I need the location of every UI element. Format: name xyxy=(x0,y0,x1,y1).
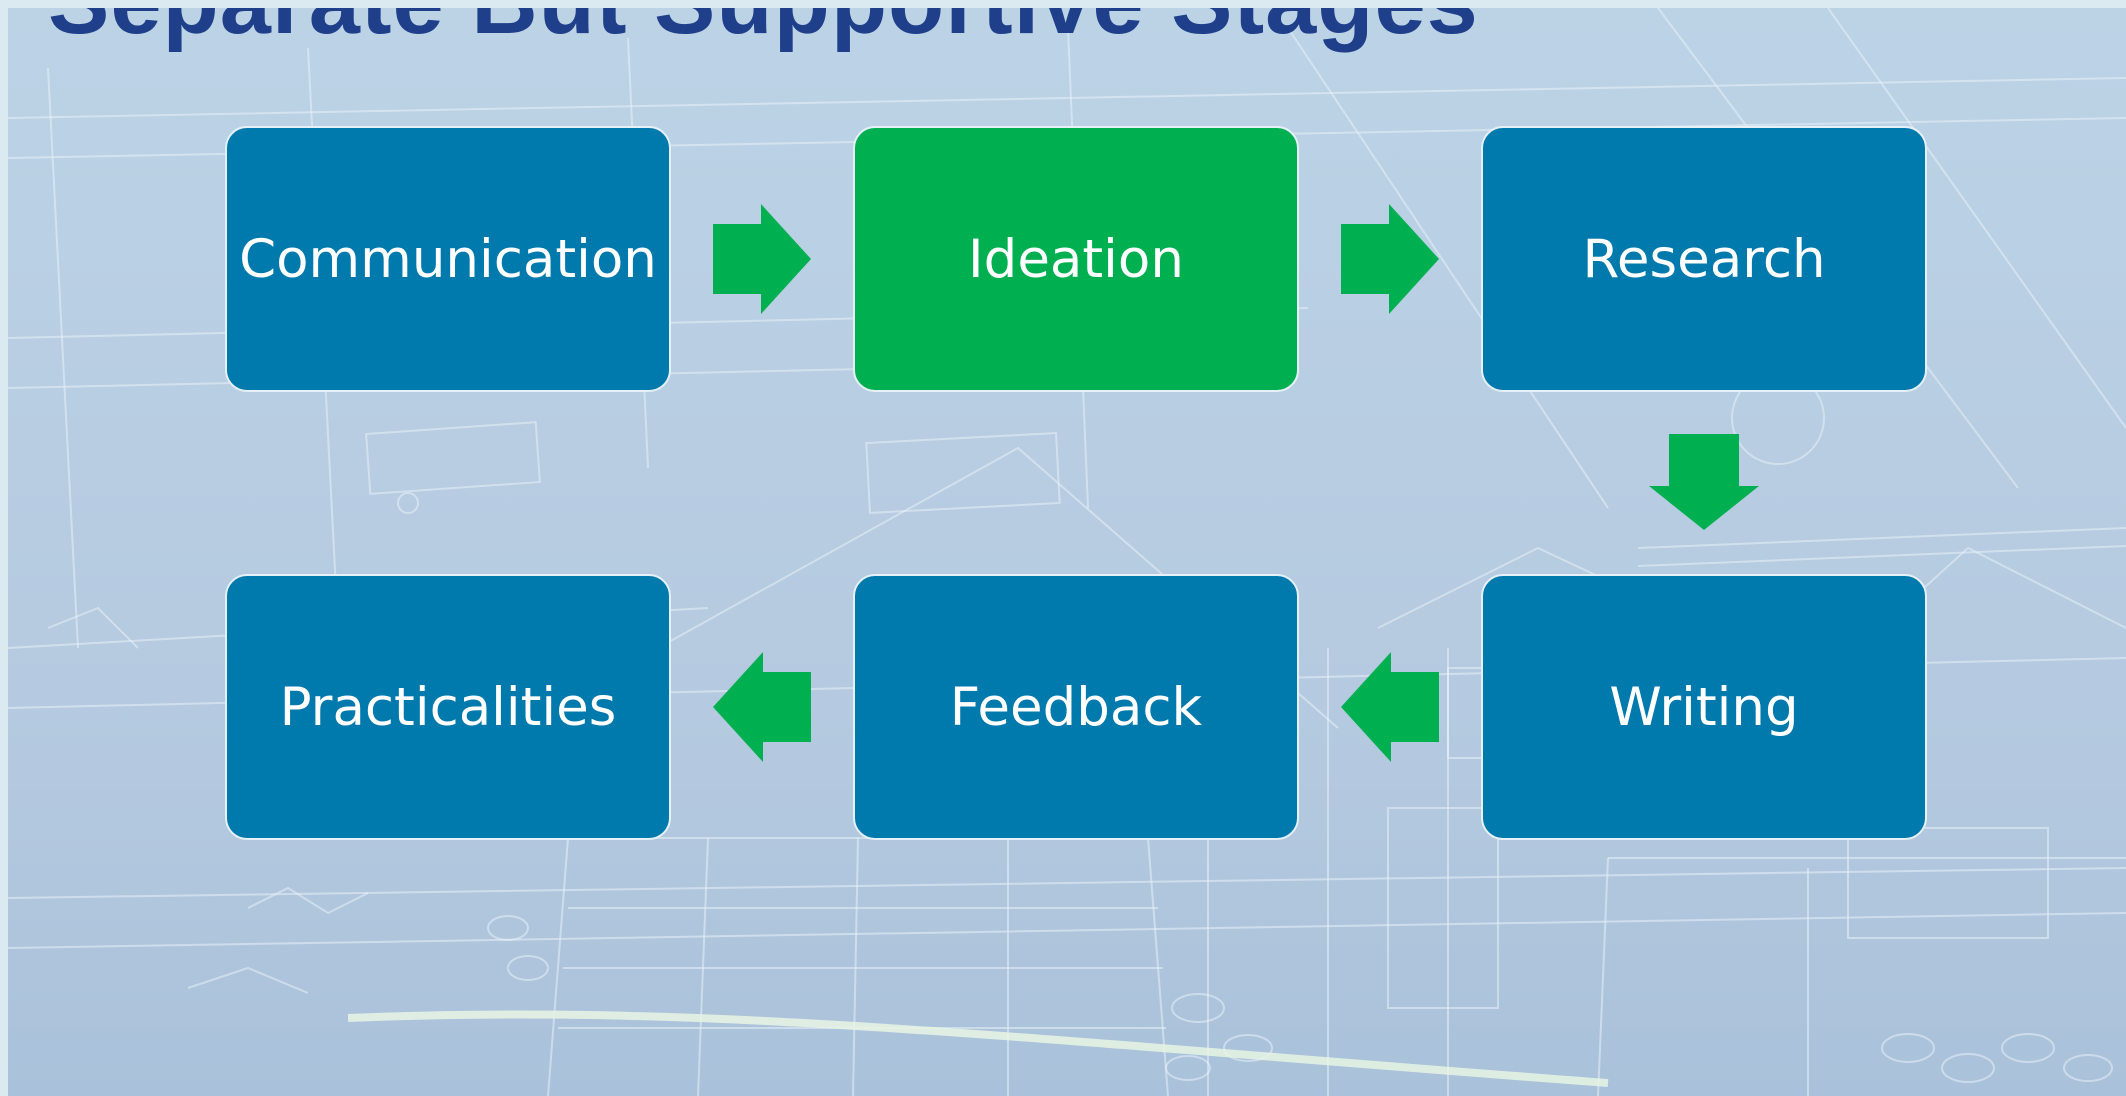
arrow-right-icon xyxy=(713,204,811,314)
stage-writing[interactable]: Writing xyxy=(1481,574,1927,840)
arrow-down-icon xyxy=(1649,434,1759,530)
stage-label: Research xyxy=(1582,228,1826,290)
stage-research[interactable]: Research xyxy=(1481,126,1927,392)
stage-label: Ideation xyxy=(968,228,1184,290)
stage-practicalities[interactable]: Practicalities xyxy=(225,574,671,840)
stage-label: Writing xyxy=(1609,676,1799,738)
arrow-left-icon xyxy=(1341,652,1439,762)
arrow-left-icon xyxy=(713,652,811,762)
stage-ideation[interactable]: Ideation xyxy=(853,126,1299,392)
stage-label: Practicalities xyxy=(279,676,617,738)
slide: Separate But Supportive Stages Communica… xyxy=(8,8,2126,1096)
stage-label: Communication xyxy=(239,228,657,290)
stage-feedback[interactable]: Feedback xyxy=(853,574,1299,840)
arrow-right-icon xyxy=(1341,204,1439,314)
stage-label: Feedback xyxy=(949,676,1203,738)
stage-communication[interactable]: Communication xyxy=(225,126,671,392)
slide-title: Separate But Supportive Stages xyxy=(48,8,1479,55)
